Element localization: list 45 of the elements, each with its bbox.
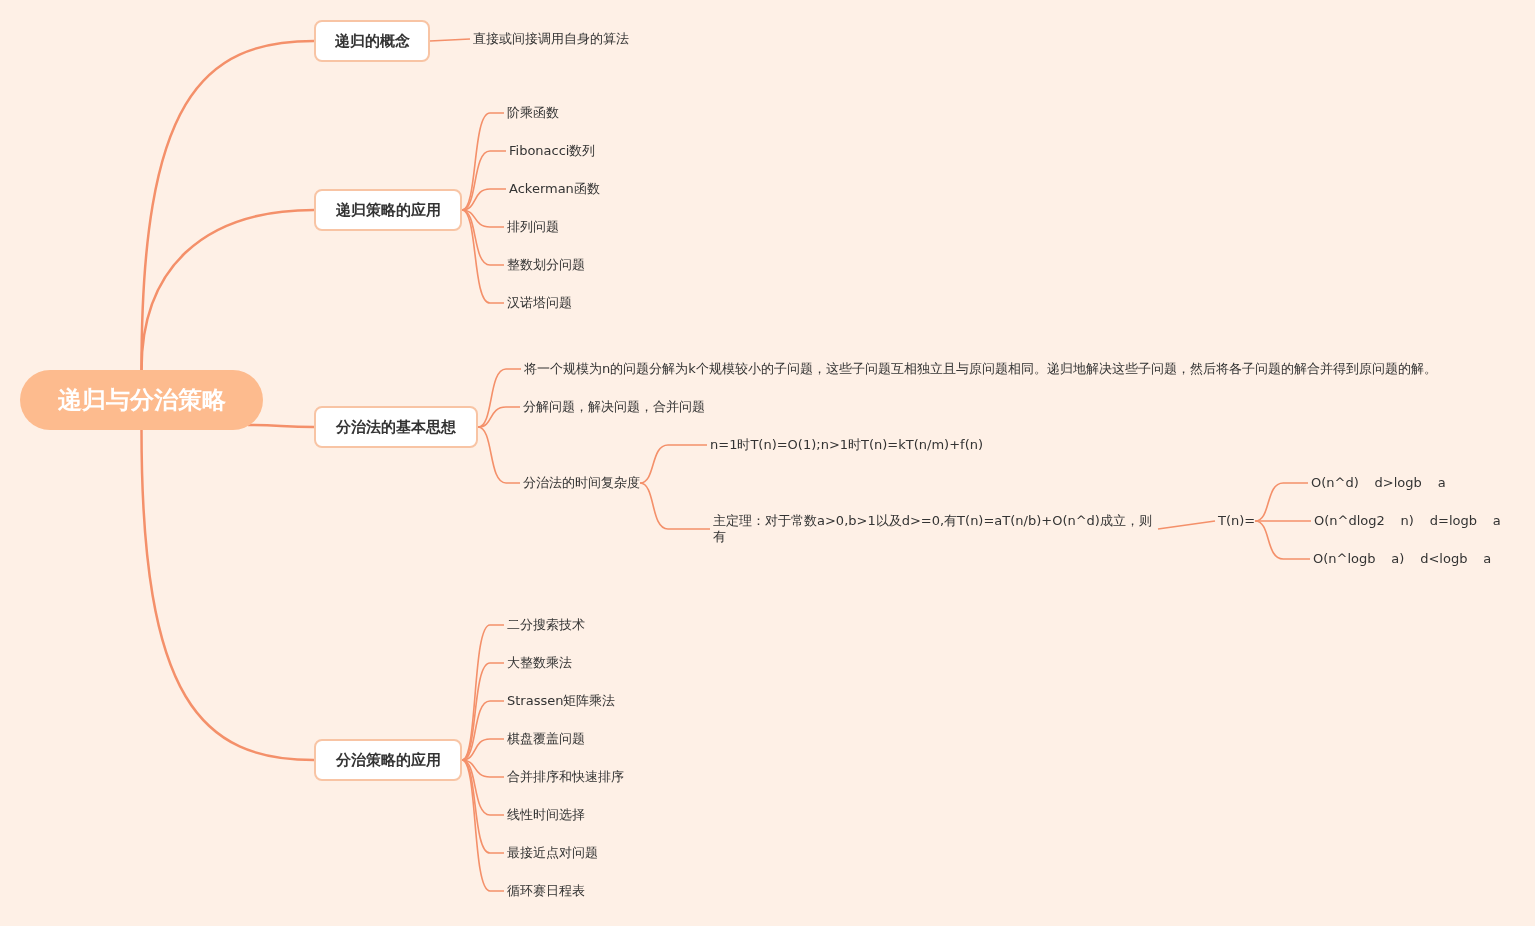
branch-line xyxy=(140,429,315,762)
subtopic-text: O(n^dlog2 n) d=logb a xyxy=(1314,513,1501,529)
branch-line xyxy=(429,38,471,42)
branch-line xyxy=(477,368,522,428)
subtopic-text: 合并排序和快速排序 xyxy=(507,769,624,785)
subtopic-text: 最接近点对问题 xyxy=(507,845,598,861)
branch-line xyxy=(639,482,711,530)
topic-box: 分治策略的应用 xyxy=(314,739,462,781)
subtopic-text: 阶乘函数 xyxy=(507,105,559,121)
branch-line xyxy=(639,444,708,484)
subtopic-text: 分解问题，解决问题，合并问题 xyxy=(523,399,705,415)
subtopic-text: Ackerman函数 xyxy=(509,181,600,197)
branch-line xyxy=(1254,520,1311,560)
branch-line xyxy=(1157,520,1216,530)
branch-line xyxy=(477,426,521,484)
subtopic-text: T(n)= xyxy=(1218,513,1256,529)
subtopic-text: 大整数乘法 xyxy=(507,655,572,671)
subtopic-text: O(n^d) d>logb a xyxy=(1311,475,1446,491)
topic-box: 递归策略的应用 xyxy=(314,189,462,231)
subtopic-text: Fibonacci数列 xyxy=(509,143,596,159)
branch-line xyxy=(461,624,505,761)
subtopic-text: n=1时T(n)=O(1);n>1时T(n)=kT(n/m)+f(n) xyxy=(710,437,983,453)
branch-line xyxy=(461,209,505,304)
central-topic: 递归与分治策略 xyxy=(20,370,263,430)
branch-line xyxy=(1254,520,1312,522)
subtopic-text: 主定理：对于常数a>0,b>1以及d>=0,有T(n)=aT(n/b)+O(n^d)成立，则有 xyxy=(713,513,1158,545)
topic-box: 递归的概念 xyxy=(314,20,430,62)
branch-line xyxy=(461,209,505,266)
branch-line xyxy=(461,759,505,892)
subtopic-text: 直接或间接调用自身的算法 xyxy=(473,31,629,47)
branch-line xyxy=(248,423,314,429)
subtopic-text: 循环赛日程表 xyxy=(507,883,585,899)
subtopic-text: 棋盘覆盖问题 xyxy=(507,731,585,747)
branch-line xyxy=(140,208,315,371)
subtopic-text: Strassen矩阵乘法 xyxy=(507,693,616,709)
subtopic-text: 二分搜索技术 xyxy=(507,617,585,633)
subtopic-text: 汉诺塔问题 xyxy=(507,295,572,311)
subtopic-text: 整数划分问题 xyxy=(507,257,585,273)
subtopic-text: O(n^logb a) d<logb a xyxy=(1313,551,1492,567)
branch-line xyxy=(461,759,505,854)
subtopic-text: 排列问题 xyxy=(507,219,559,235)
topic-box: 分治法的基本思想 xyxy=(314,406,478,448)
subtopic-text: 分治法的时间复杂度 xyxy=(523,475,640,491)
subtopic-text: 将一个规模为n的问题分解为k个规模较小的子问题，这些子问题互相独立且与原问题相同。递归地解决这些子问题，然后将各子问题的解合并得到原问题的解。 xyxy=(524,361,1437,377)
subtopic-text: 线性时间选择 xyxy=(507,807,585,823)
